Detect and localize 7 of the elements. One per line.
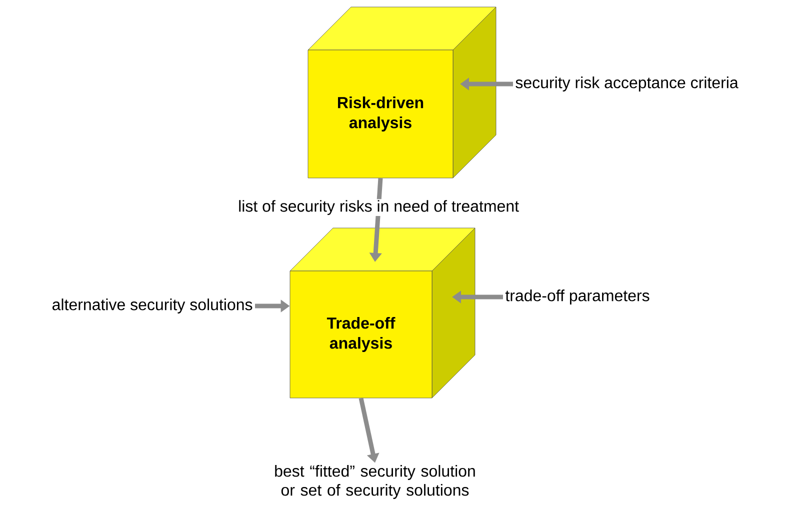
edge-label: list of security risks in need of treatment — [239, 200, 519, 215]
input-label: best “fitted” security solution or set of security solutions — [275, 465, 475, 499]
cube: Trade-off analysis — [290, 228, 476, 398]
cube: Risk-driven analysis — [308, 6, 496, 178]
input-label: security risk acceptance criteria — [516, 76, 738, 92]
input-label: trade-off parameters — [505, 290, 650, 304]
input-label: alternative security solutions — [52, 298, 252, 314]
